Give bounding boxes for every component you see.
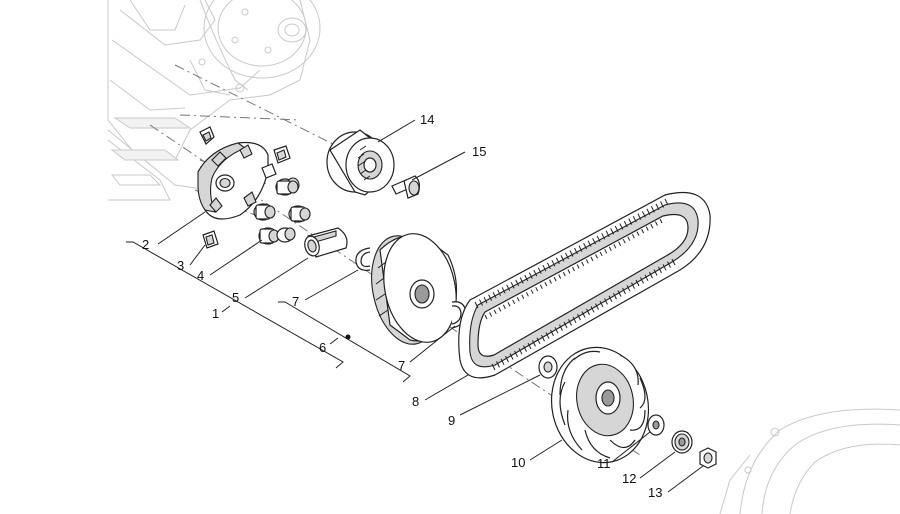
callout-13: 13 [648, 485, 662, 500]
callout-labels: 14 15 2 3 4 5 1 7 6 7 8 9 10 11 12 13 [142, 112, 662, 500]
callout-14: 14 [420, 112, 434, 127]
engine-casing-outline [107, 0, 321, 201]
callout-5: 5 [232, 290, 239, 305]
leader-lines [126, 119, 704, 493]
thick-washer [671, 430, 693, 454]
callout-7b: 7 [398, 358, 405, 373]
callout-9: 9 [448, 413, 455, 428]
idler-pulley [326, 129, 395, 196]
callout-11: 11 [597, 456, 611, 471]
callout-12: 12 [622, 471, 636, 486]
circlip-left [355, 247, 371, 271]
callout-3: 3 [177, 258, 184, 273]
drive-belt [458, 191, 711, 379]
variator-ramp-plate [197, 141, 269, 220]
callout-10: 10 [511, 455, 525, 470]
hex-nut [699, 447, 717, 469]
slider-pieces [199, 126, 291, 249]
callout-7a: 7 [292, 294, 299, 309]
variator-rollers [253, 177, 311, 245]
washer [538, 355, 558, 379]
callout-4: 4 [197, 268, 204, 283]
fixed-pulley-fan [550, 346, 650, 464]
callout-2: 2 [142, 237, 149, 252]
callout-8: 8 [412, 394, 419, 409]
engine-casing-outline-right [719, 408, 900, 514]
idler-bolt [391, 175, 421, 199]
spring-washer [647, 414, 665, 436]
callout-6: 6 [319, 340, 326, 355]
callout-1: 1 [212, 306, 219, 321]
callout-15: 15 [472, 144, 486, 159]
movable-pulley-half [371, 233, 457, 345]
bushing-sleeve [304, 227, 348, 258]
